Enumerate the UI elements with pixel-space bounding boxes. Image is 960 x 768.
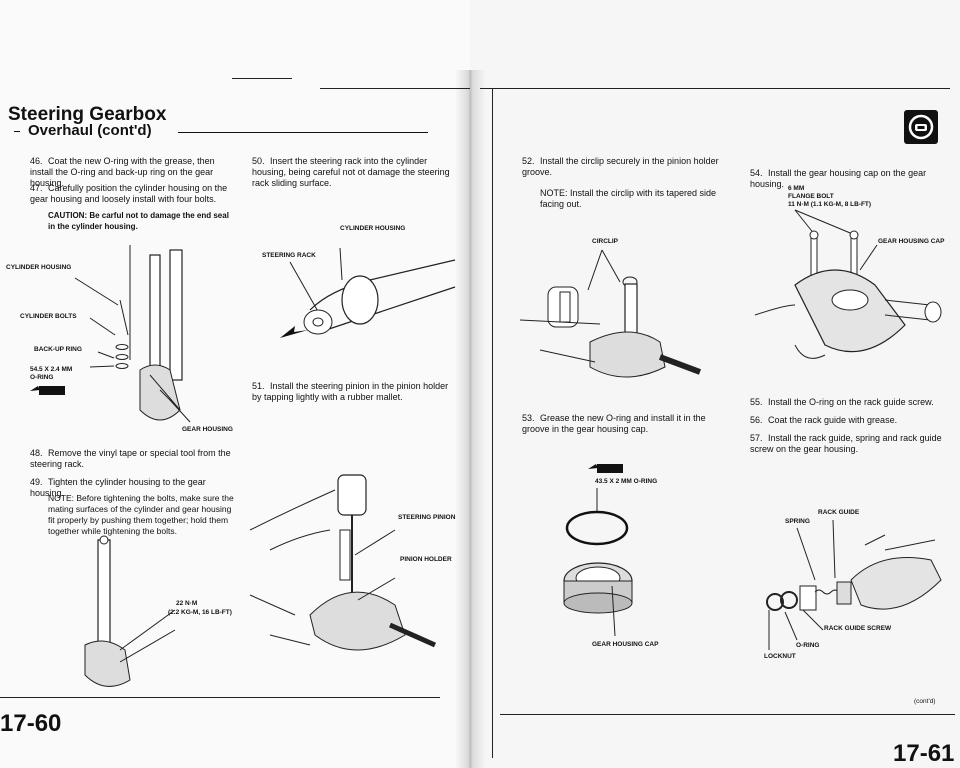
gear-housing-cap-install-illustration xyxy=(754,209,942,359)
label-bolt-torque: 11 N·m (1.1 kg-m, 8 lb-ft) xyxy=(788,201,872,208)
step-57: 57.Install the rack guide, spring and ra… xyxy=(750,433,942,454)
step-47: 47.Carefully position the cylinder housi… xyxy=(30,183,228,204)
label-torque-2: (2.2 kg-m, 16 lb-ft) xyxy=(168,609,232,616)
gear-housing-cap-illustration xyxy=(563,488,633,637)
caution-text: CAUTION: Be carful not to damage the end… xyxy=(48,211,229,231)
label-oring-43: 43.5 x 2 mm O-RING xyxy=(595,478,658,485)
page-title: Steering Gearbox xyxy=(8,104,167,125)
subtitle-dash xyxy=(14,131,20,132)
label-bolt-size: 6 mm xyxy=(788,185,805,192)
steering-rack-insert-illustration xyxy=(280,247,456,338)
label-gear-housing-cap-2: GEAR HOUSING CAP xyxy=(878,238,945,245)
step-48: 48.Remove the vinyl tape or special tool… xyxy=(30,448,231,469)
label-cylinder-bolts: CYLINDER BOLTS xyxy=(20,313,77,320)
label-steering-rack: STEERING RACK xyxy=(262,252,316,259)
label-rack-guide: RACK GUIDE xyxy=(818,509,860,516)
label-oring-size: 54.5 x 2.4 mm xyxy=(30,366,73,373)
step-51: 51.Install the steering pinion in the pi… xyxy=(252,381,449,402)
top-rule-right xyxy=(480,88,950,89)
label-circlip: CIRCLIP xyxy=(592,238,618,245)
label-steering-pinion: STEERING PINION xyxy=(398,514,456,521)
page-number-right: 17-61 xyxy=(893,740,955,767)
step-50: 50.Insert the steering rack into the cyl… xyxy=(252,156,450,188)
rack-guide-illustration xyxy=(766,519,942,650)
step-54: 54.Install the gear housing cap on the g… xyxy=(750,168,927,189)
step-52: 52.Install the circlip securely in the p… xyxy=(522,156,719,177)
circlip-illustration xyxy=(519,249,702,378)
label-cylinder-housing-2: CYLINDER HOUSING xyxy=(340,225,406,232)
step-56: 56.Coat the rack guide with grease. xyxy=(750,415,898,425)
bottom-rule-left xyxy=(0,697,440,698)
page-subtitle: Overhaul (cont'd) xyxy=(28,122,152,139)
right-page-margin-rule xyxy=(492,88,493,758)
label-oring-rack: O-RING xyxy=(796,642,820,649)
steering-section-icon xyxy=(904,110,938,144)
note-tightening: NOTE: Before tightening the bolts, make … xyxy=(48,493,234,536)
label-gear-housing: GEAR HOUSING xyxy=(182,426,233,433)
subtitle-rule xyxy=(178,132,428,133)
label-oring: O-RING xyxy=(30,374,54,381)
right-page xyxy=(470,0,960,768)
step-49: 49.Tighten the cylinder housing to the g… xyxy=(30,477,206,498)
label-spring: SPRING xyxy=(785,518,810,525)
label-gear-housing-cap: GEAR HOUSING CAP xyxy=(592,641,659,648)
page-number-left: 17-60 xyxy=(0,710,62,737)
label-backup-ring: BACK-UP RING xyxy=(34,346,82,353)
step-46: 46.Coat the new O-ring with the grease, … xyxy=(30,156,215,188)
housing-torque-illustration xyxy=(84,535,176,687)
grease-icon xyxy=(30,386,65,395)
continued-label: (cont'd) xyxy=(914,698,936,705)
bottom-rule-right xyxy=(500,714,955,715)
top-rule-left xyxy=(232,78,292,79)
book-gutter xyxy=(455,70,485,768)
label-locknut: LOCKNUT xyxy=(764,653,796,660)
pinion-install-illustration xyxy=(249,474,437,651)
cylinder-housing-illustration xyxy=(74,245,191,423)
label-rack-guide-screw: RACK GUIDE SCREW xyxy=(824,625,892,632)
label-cylinder-housing: CYLINDER HOUSING xyxy=(6,264,72,271)
label-torque-1: 22 N·m xyxy=(176,600,198,607)
note-circlip: NOTE: Install the circlip with its taper… xyxy=(540,188,717,209)
label-flange-bolt: FLANGE BOLT xyxy=(788,193,834,200)
grease-icon-2 xyxy=(588,464,623,473)
top-rule-left-2 xyxy=(320,88,470,89)
label-pinion-holder: PINION HOLDER xyxy=(400,556,452,563)
step-53: 53.Grease the new O-ring and install it … xyxy=(522,413,706,434)
step-55: 55.Install the O-ring on the rack guide … xyxy=(750,397,934,407)
